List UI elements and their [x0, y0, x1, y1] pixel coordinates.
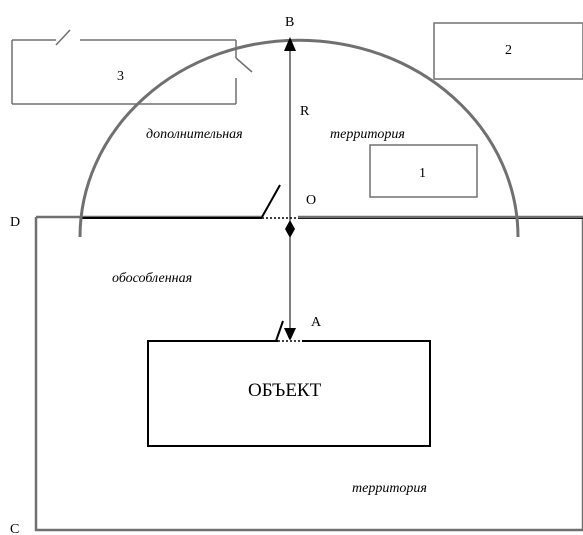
box-3-gate-leaf: [55, 29, 71, 46]
box-2: [433, 22, 583, 80]
box-2-label: 2: [505, 43, 512, 58]
box-1-label: 1: [419, 166, 426, 181]
gate-o-leaf: [261, 184, 281, 218]
gate-a-leaf: [275, 320, 284, 342]
zone-upper-right: территория: [330, 127, 405, 142]
additional-territory-arc: [78, 38, 520, 238]
box-1: [369, 144, 478, 198]
box-3-side-leaf: [235, 57, 253, 73]
arrow-o-down: [285, 229, 295, 238]
arrow-a: [284, 328, 296, 341]
zone-upper-left: дополнительная: [146, 127, 243, 142]
territory-boundary: [34, 217, 583, 532]
zone-middle: обособленная: [112, 271, 192, 286]
arrow-b: [284, 37, 296, 51]
box-3-label: 3: [117, 69, 124, 84]
label-r: R: [300, 104, 310, 119]
label-c: C: [10, 522, 19, 535]
arrow-o-up: [285, 220, 295, 229]
label-b: B: [285, 15, 294, 30]
label-d: D: [10, 215, 20, 230]
label-a: A: [311, 315, 322, 330]
object-label: ОБЪЕКТ: [248, 380, 322, 401]
label-o: O: [306, 193, 316, 208]
zone-lower: территория: [352, 481, 427, 496]
